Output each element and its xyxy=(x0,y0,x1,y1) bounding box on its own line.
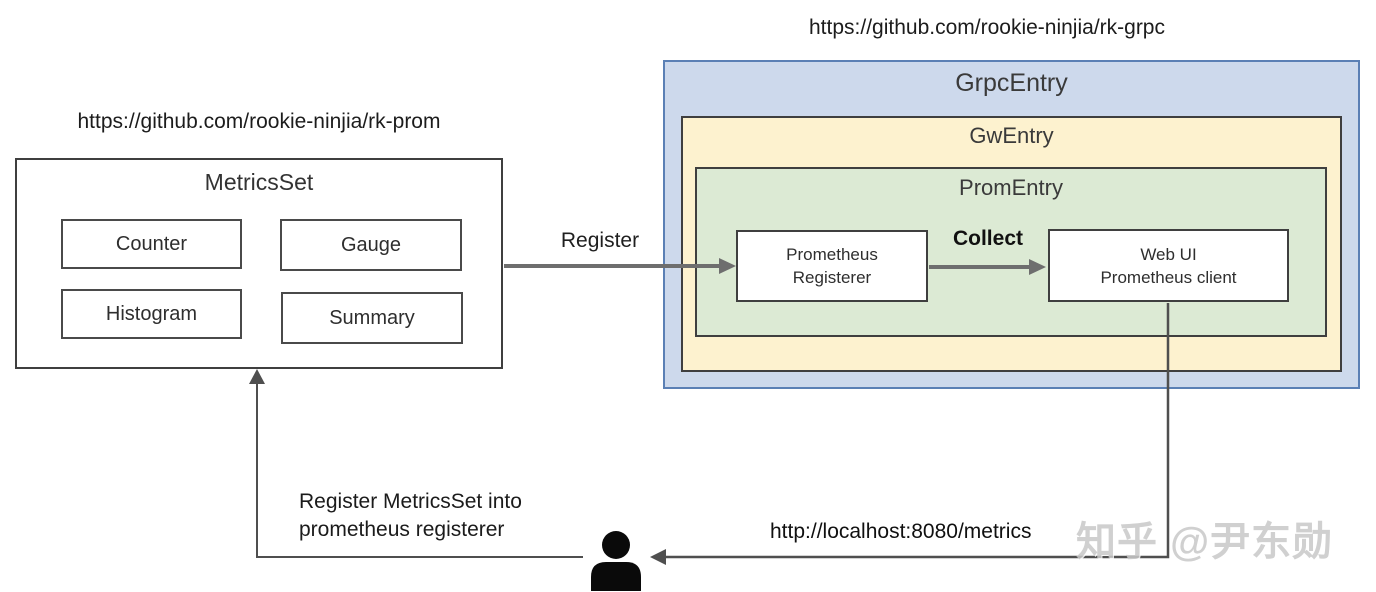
gwentry-title: GwEntry xyxy=(969,123,1054,148)
grpcentry-box: GrpcEntry GwEntry PromEntry Prometheus R… xyxy=(663,60,1360,389)
metricsset-box: MetricsSet Counter Gauge Histogram Summa… xyxy=(15,158,503,369)
rk-prom-url-label: https://github.com/rookie-ninjia/rk-prom xyxy=(77,110,441,133)
register-note: Register MetricsSet into prometheus regi… xyxy=(299,488,522,544)
feedback-arrowhead-icon xyxy=(249,369,265,384)
histogram-label: Histogram xyxy=(105,302,198,325)
scrape-arrowhead-icon xyxy=(650,549,666,565)
grpcentry-title: GrpcEntry xyxy=(955,69,1068,97)
promentry-title: PromEntry xyxy=(959,175,1063,200)
gauge-box: Gauge xyxy=(280,219,462,271)
register-arrow-label: Register xyxy=(560,229,640,252)
prometheus-registerer-box: Prometheus Registerer xyxy=(736,230,928,302)
register-note-line2: prometheus registerer xyxy=(299,518,505,541)
collect-arrow-label: Collect xyxy=(952,227,1023,250)
metrics-endpoint-label: http://localhost:8080/metrics xyxy=(770,520,1032,543)
gauge-label: Gauge xyxy=(340,233,402,256)
summary-box: Summary xyxy=(281,292,463,344)
web-ui-prometheus-client-box: Web UI Prometheus client xyxy=(1048,229,1289,302)
counter-box: Counter xyxy=(61,219,242,269)
counter-label: Counter xyxy=(115,232,188,255)
prometheus-registerer-line2: Registerer xyxy=(792,268,872,287)
web-ui-line1: Web UI xyxy=(1140,244,1197,264)
rk-grpc-url-label: https://github.com/rookie-ninjia/rk-grpc xyxy=(809,16,1165,39)
register-note-line1: Register MetricsSet into xyxy=(299,490,522,513)
web-ui-line2: Prometheus client xyxy=(1100,267,1237,287)
promentry-box: PromEntry Prometheus Registerer Web UI P… xyxy=(695,167,1327,337)
prometheus-registerer-line1: Prometheus xyxy=(786,245,878,264)
watermark: 知乎 @尹东勋 xyxy=(1076,520,1334,564)
summary-label: Summary xyxy=(329,306,415,329)
histogram-box: Histogram xyxy=(61,289,242,339)
metricsset-title: MetricsSet xyxy=(204,169,314,195)
person-icon xyxy=(591,531,641,591)
